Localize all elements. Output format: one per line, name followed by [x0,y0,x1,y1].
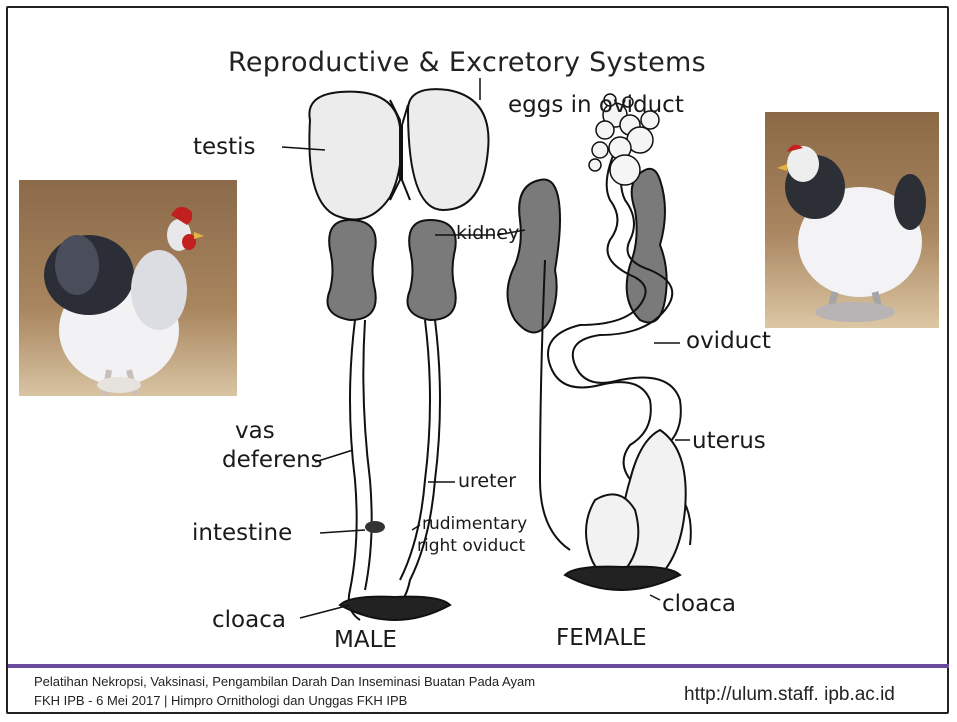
label-rudimentary-line2: right oviduct [417,536,525,556]
female-kidney-right [627,169,667,323]
label-cloaca-male: cloaca [212,607,286,633]
footer-line2: FKH IPB - 6 Mei 2017 | Himpro Ornitholog… [34,691,535,710]
label-rudimentary-line1: rudimentary [422,514,527,534]
slide-content: Reproductive & Excretory Systems testis … [0,0,957,660]
footer-credits: Pelatihan Nekropsi, Vaksinasi, Pengambil… [34,672,535,710]
label-intestine: intestine [192,520,292,546]
female-cloaca [565,567,680,590]
label-testis: testis [193,134,256,160]
label-uterus: uterus [692,428,766,454]
female-kidney-left [508,180,561,333]
footer-url: http://ulum.staff. ipb.ac.id [684,684,895,706]
male-testis-left [309,92,401,220]
male-kidney-left [328,220,376,320]
diagram-title: Reproductive & Excretory Systems [228,47,706,78]
label-eggs-in-oviduct: eggs in oviduct [508,92,684,118]
label-vas-deferens-line1: vas [235,418,275,444]
male-testis-right [408,89,489,210]
label-vas-deferens-line2: deferens [222,447,323,473]
label-female: FEMALE [556,625,647,651]
label-cloaca-female: cloaca [662,591,736,617]
label-ureter: ureter [458,471,516,491]
label-kidney: kidney [456,223,519,243]
label-male: MALE [334,627,397,653]
footer-line1: Pelatihan Nekropsi, Vaksinasi, Pengambil… [34,672,535,691]
footer-divider [8,664,949,668]
label-oviduct: oviduct [686,328,771,354]
